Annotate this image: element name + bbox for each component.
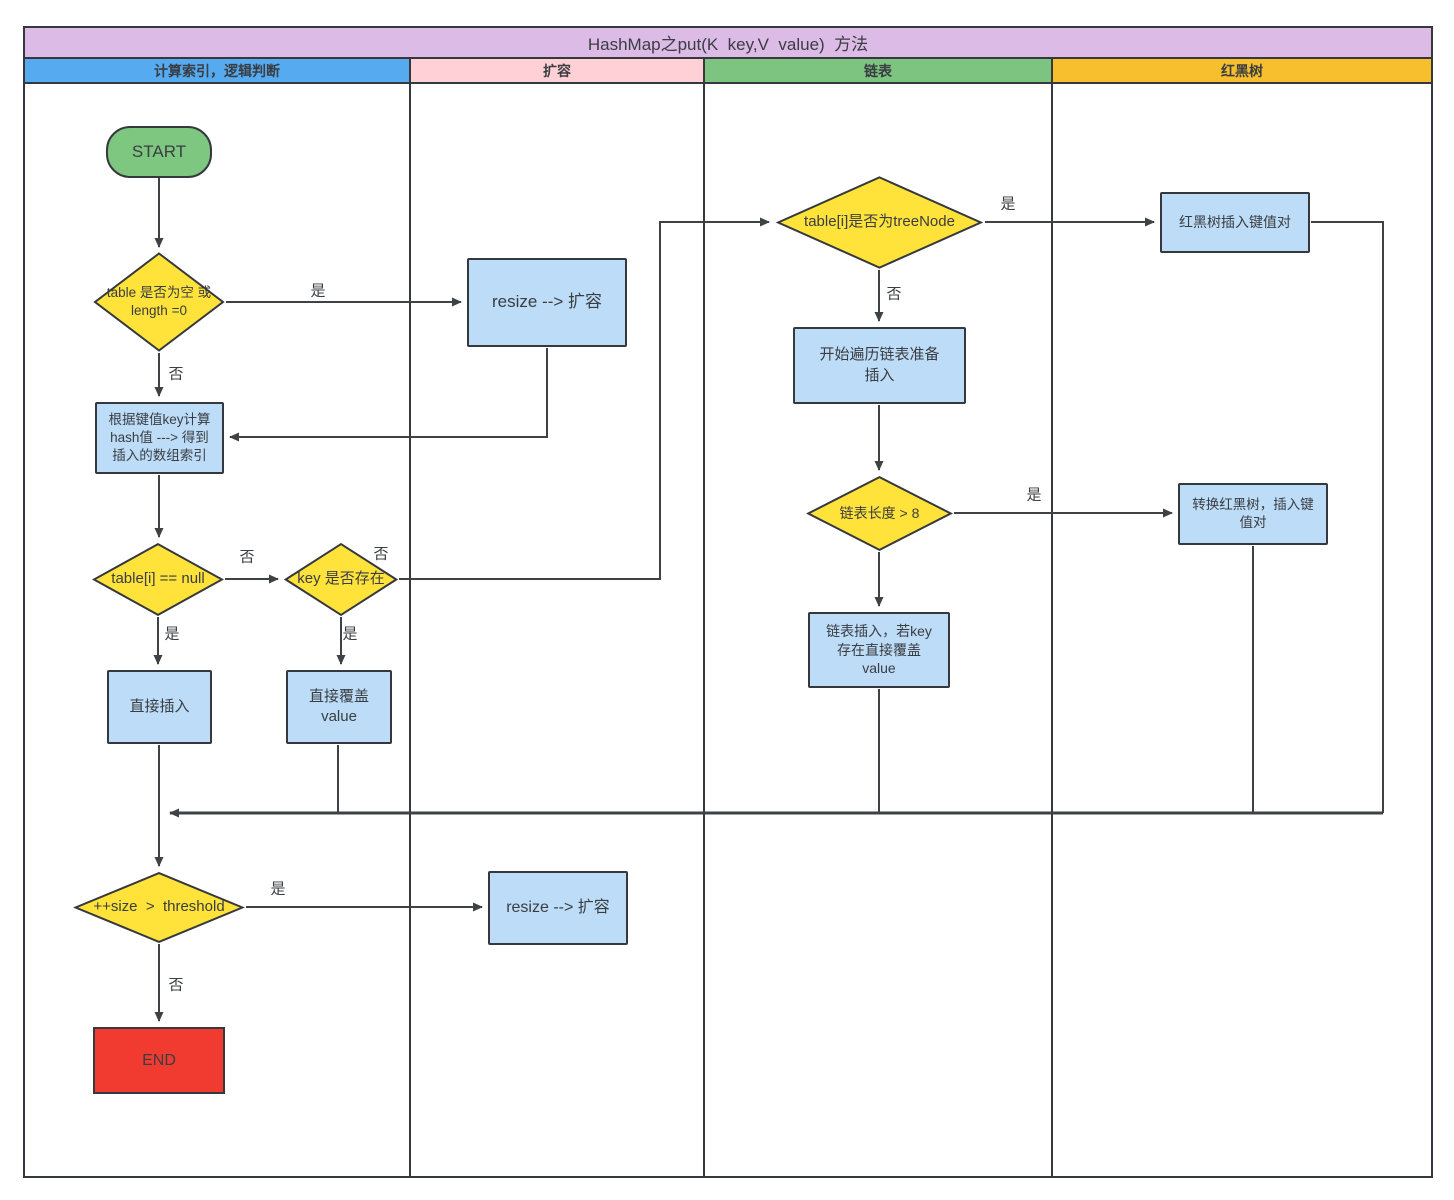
lane-column-resize [411, 84, 705, 1176]
process-resize-top: resize --> 扩容 [467, 258, 627, 347]
diamond-shape-icon [775, 176, 984, 269]
edge-label-yes: 是 [1026, 486, 1042, 504]
process-overwrite-value: 直接覆盖 value [286, 670, 392, 744]
decision-key-exists-label: key 是否存在 [297, 570, 385, 588]
edge-label-no: 否 [373, 545, 389, 563]
lane-column-linkedlist [705, 84, 1053, 1176]
process-list-insert: 链表插入，若key 存在直接覆盖 value [808, 612, 950, 688]
process-hash-calc-label: 根据键值key计算 hash值 ---> 得到 插入的数组索引 [108, 411, 211, 464]
diamond-shape-icon [92, 543, 224, 616]
decision-is-treenode: table[i]是否为treeNode [775, 176, 984, 269]
lane-header-row: 计算索引，逻辑判断 扩容 链表 红黑树 [25, 59, 1431, 84]
edge-label-yes: 是 [164, 625, 180, 643]
edge-label-yes: 是 [270, 880, 286, 898]
process-convert-rbt-label: 转换红黑树，插入键 值对 [1192, 496, 1314, 530]
diamond-shape-icon [73, 872, 245, 943]
decision-list-length-label: 链表长度 > 8 [839, 505, 920, 522]
decision-table-empty: table 是否为空 或 length =0 [93, 252, 225, 352]
decision-table-i-null-label: table[i] == null [111, 570, 205, 588]
process-list-insert-label: 链表插入，若key 存在直接覆盖 value [826, 622, 932, 677]
lane-header-resize: 扩容 [411, 59, 705, 82]
process-overwrite-value-label: 直接覆盖 value [308, 687, 369, 725]
edge-label-no: 否 [239, 548, 255, 566]
decision-table-empty-label: table 是否为空 或 length =0 [106, 284, 212, 318]
lane-header-redblacktree: 红黑树 [1053, 59, 1431, 82]
end-label: END [142, 1051, 176, 1069]
process-insert-direct-label: 直接插入 [129, 697, 190, 715]
start-node: START [106, 126, 212, 178]
edge-label-no: 否 [168, 365, 184, 383]
edge-label-no: 否 [168, 976, 184, 994]
diagram-title: HashMap之put(K key,V value) 方法 [25, 28, 1431, 59]
edge-label-no: 否 [886, 285, 902, 303]
process-resize-bottom-label: resize --> 扩容 [506, 899, 610, 917]
process-insert-direct: 直接插入 [107, 670, 212, 744]
decision-size-threshold: ++size > threshold [73, 872, 245, 943]
decision-size-threshold-label: ++size > threshold [93, 898, 225, 916]
decision-is-treenode-label: table[i]是否为treeNode [804, 213, 955, 231]
decision-table-i-null: table[i] == null [92, 543, 224, 616]
decision-key-exists: key 是否存在 [284, 543, 398, 616]
diamond-shape-icon [93, 252, 225, 352]
lane-header-linkedlist: 链表 [705, 59, 1053, 82]
edge-label-yes: 是 [310, 282, 326, 300]
edge-label-yes: 是 [342, 625, 358, 643]
process-traverse-list-label: 开始遍历链表准备 插入 [819, 346, 940, 384]
lane-column-index-logic [25, 84, 411, 1176]
diamond-shape-icon [806, 476, 953, 551]
process-hash-calc: 根据键值key计算 hash值 ---> 得到 插入的数组索引 [95, 402, 224, 474]
process-resize-top-label: resize --> 扩容 [491, 292, 603, 312]
process-rbt-insert: 红黑树插入键值对 [1160, 192, 1310, 253]
lane-header-index-logic: 计算索引，逻辑判断 [25, 59, 411, 82]
process-rbt-insert-label: 红黑树插入键值对 [1179, 214, 1291, 231]
end-node: END [93, 1027, 225, 1094]
swimlane-frame: HashMap之put(K key,V value) 方法 计算索引，逻辑判断 … [23, 26, 1433, 1178]
edge-label-yes: 是 [1000, 195, 1016, 213]
diamond-shape-icon [284, 543, 398, 616]
lane-body [25, 84, 1431, 1176]
start-label: START [131, 141, 187, 161]
decision-list-length: 链表长度 > 8 [806, 476, 953, 551]
process-convert-rbt: 转换红黑树，插入键 值对 [1178, 483, 1328, 545]
process-resize-bottom: resize --> 扩容 [488, 871, 628, 945]
process-traverse-list: 开始遍历链表准备 插入 [793, 327, 966, 404]
